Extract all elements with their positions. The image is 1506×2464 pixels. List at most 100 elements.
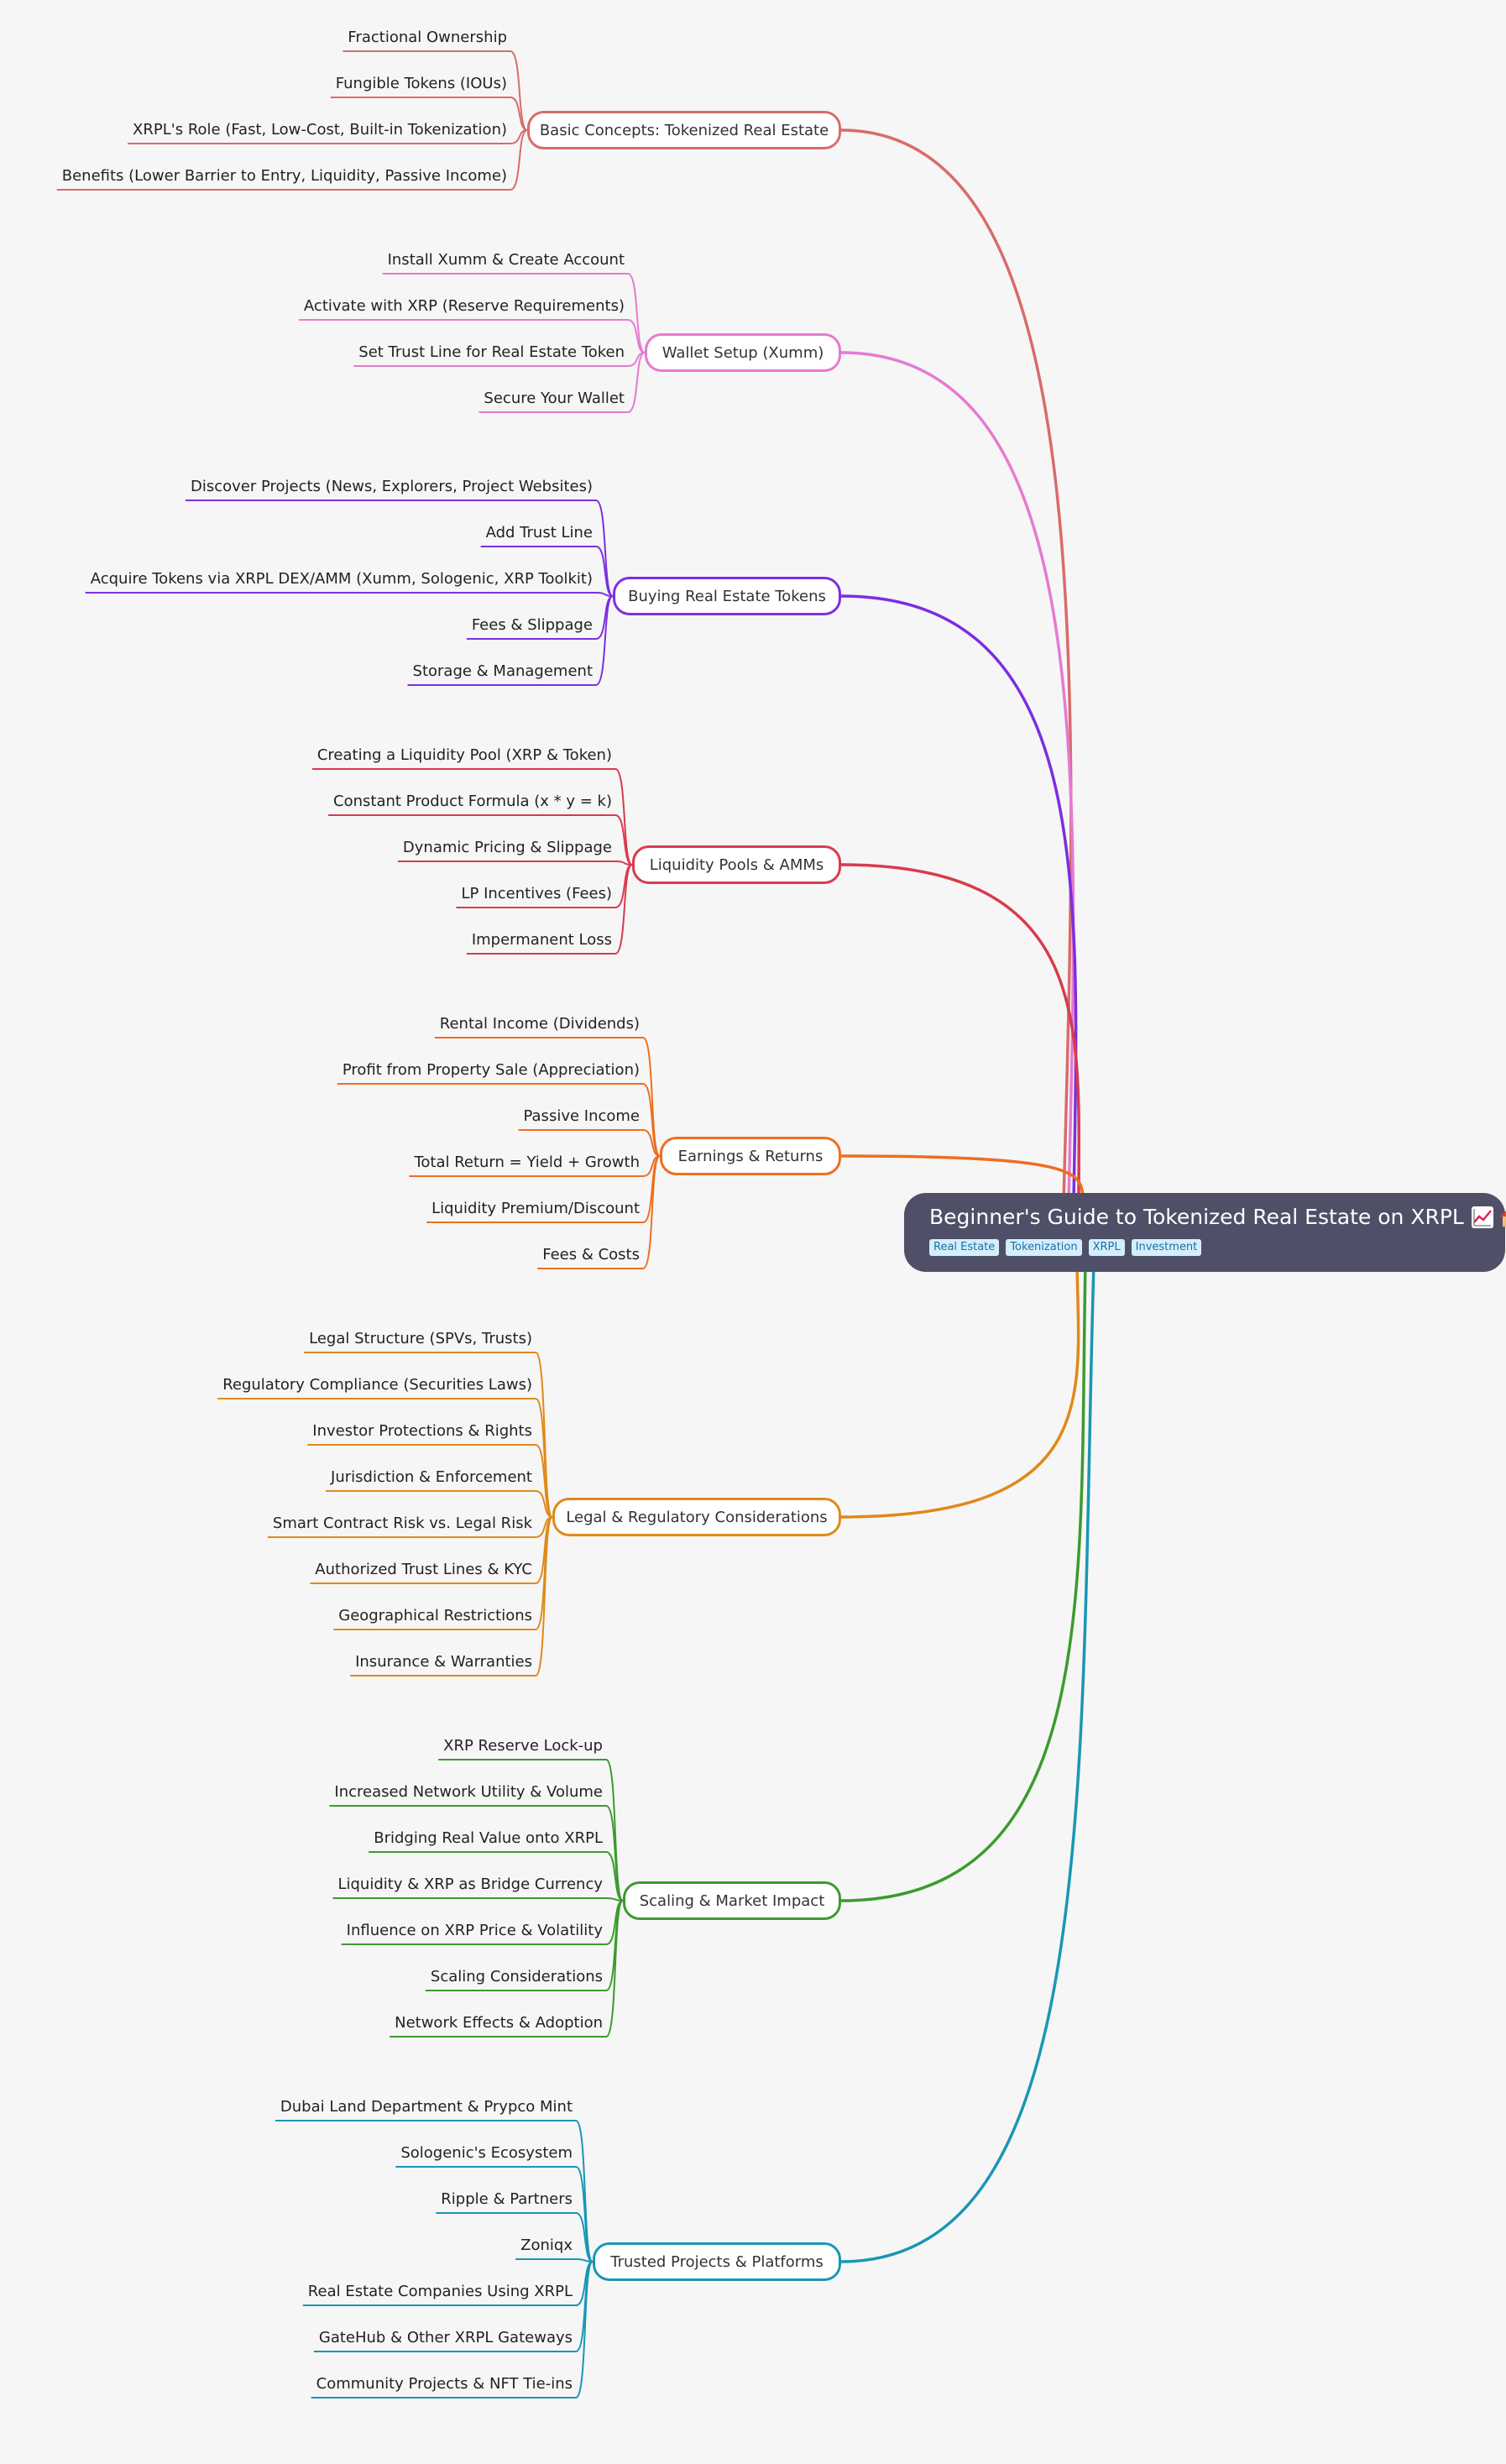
tag-investment[interactable]: Investment	[1131, 1239, 1202, 1256]
branch-connector-scaling-market-impact	[840, 1263, 1087, 1902]
leaf-connector	[627, 319, 646, 353]
leaf-connector	[642, 1155, 661, 1269]
leaf-impermanent-loss[interactable]: Impermanent Loss	[471, 931, 612, 949]
tag-real-estate[interactable]: Real Estate	[929, 1239, 1000, 1256]
leaf-connector	[535, 1516, 553, 1677]
leaf-fees-slippage[interactable]: Fees & Slippage	[471, 616, 593, 634]
leaf-liquidity-premium-discount[interactable]: Liquidity Premium/Discount	[431, 1200, 640, 1217]
leaf-set-trust-line-for-real-estate-token[interactable]: Set Trust Line for Real Estate Token	[358, 343, 625, 361]
leaf-install-xumm-create-account[interactable]: Install Xumm & Create Account	[387, 251, 625, 269]
leaf-zoniqx[interactable]: Zoniqx	[520, 2236, 573, 2254]
leaf-regulatory-compliance-securities-laws[interactable]: Regulatory Compliance (Securities Laws)	[222, 1376, 532, 1394]
leaf-constant-product-formula-x-y-k[interactable]: Constant Product Formula (x * y = k)	[333, 793, 612, 810]
leaf-jurisdiction-enforcement[interactable]: Jurisdiction & Enforcement	[331, 1468, 532, 1486]
branch-liquidity-pools-amms[interactable]: Liquidity Pools & AMMs	[632, 845, 841, 884]
root-node[interactable]: Beginner's Guide to Tokenized Real Estat…	[904, 1193, 1506, 1272]
branch-label: Basic Concepts: Tokenized Real Estate	[539, 121, 829, 139]
leaf-connector	[614, 768, 633, 866]
leaf-add-trust-line[interactable]: Add Trust Line	[485, 524, 593, 541]
leaf-creating-a-liquidity-pool-xrp-token[interactable]: Creating a Liquidity Pool (XRP & Token)	[316, 746, 612, 764]
leaf-storage-management[interactable]: Storage & Management	[412, 662, 593, 680]
house-icon	[1499, 1210, 1506, 1227]
leaf-fractional-ownership[interactable]: Fractional Ownership	[348, 29, 507, 46]
branch-connector-basic-concepts-tokenized-real-estate	[840, 128, 1073, 1202]
leaf-authorized-trust-lines-kyc[interactable]: Authorized Trust Lines & KYC	[315, 1561, 532, 1578]
branch-earnings-returns[interactable]: Earnings & Returns	[660, 1137, 841, 1175]
leaf-scaling-considerations[interactable]: Scaling Considerations	[430, 1968, 603, 1985]
branch-connector-earnings-returns	[840, 1154, 1085, 1202]
leaf-investor-protections-rights[interactable]: Investor Protections & Rights	[312, 1422, 532, 1440]
leaf-community-projects-nft-tie-ins[interactable]: Community Projects & NFT Tie-ins	[316, 2375, 573, 2393]
leaf-geographical-restrictions[interactable]: Geographical Restrictions	[338, 1607, 532, 1624]
leaf-fungible-tokens-ious[interactable]: Fungible Tokens (IOUs)	[335, 75, 507, 92]
chart-increasing-icon	[1471, 1206, 1493, 1228]
leaf-rental-income-dividends[interactable]: Rental Income (Dividends)	[439, 1015, 640, 1033]
branch-basic-concepts-tokenized-real-estate[interactable]: Basic Concepts: Tokenized Real Estate	[527, 111, 841, 149]
leaf-connector	[575, 2166, 594, 2263]
leaf-influence-on-xrp-price-volatility[interactable]: Influence on XRP Price & Volatility	[346, 1922, 603, 1939]
branch-label: Earnings & Returns	[677, 1147, 824, 1165]
leaf-gatehub-other-xrpl-gateways[interactable]: GateHub & Other XRPL Gateways	[318, 2329, 573, 2346]
leaf-total-return-yield-growth[interactable]: Total Return = Yield + Growth	[414, 1154, 640, 1171]
leaf-connector	[595, 546, 614, 597]
branch-connector-trusted-projects-platforms	[840, 1263, 1096, 2263]
leaf-xrp-reserve-lock-up[interactable]: XRP Reserve Lock-up	[443, 1737, 603, 1755]
leaf-connector	[614, 814, 633, 866]
tag-tokenization[interactable]: Tokenization	[1006, 1239, 1082, 1256]
leaf-smart-contract-risk-vs-legal-risk[interactable]: Smart Contract Risk vs. Legal Risk	[272, 1514, 532, 1532]
leaf-activate-with-xrp-reserve-requirements[interactable]: Activate with XRP (Reserve Requirements)	[303, 297, 625, 315]
leaf-connector	[510, 97, 528, 131]
leaf-connector	[510, 50, 528, 131]
leaf-connector	[575, 2120, 594, 2263]
leaf-legal-structure-spvs-trusts[interactable]: Legal Structure (SPVs, Trusts)	[309, 1330, 532, 1347]
leaf-connector	[575, 2212, 594, 2263]
leaf-dubai-land-department-prypco-mint[interactable]: Dubai Land Department & Prypco Mint	[280, 2098, 573, 2116]
leaf-bridging-real-value-onto-xrpl[interactable]: Bridging Real Value onto XRPL	[374, 1829, 603, 1847]
branch-wallet-setup-xumm[interactable]: Wallet Setup (Xumm)	[645, 333, 841, 372]
leaf-secure-your-wallet[interactable]: Secure Your Wallet	[484, 390, 625, 407]
tag-xrpl[interactable]: XRPL	[1088, 1239, 1125, 1256]
leaf-connector	[535, 1444, 553, 1518]
leaf-connector	[595, 500, 614, 597]
leaf-profit-from-property-sale-appreciation[interactable]: Profit from Property Sale (Appreciation)	[342, 1061, 640, 1079]
leaf-fees-costs[interactable]: Fees & Costs	[542, 1246, 640, 1263]
leaf-ripple-partners[interactable]: Ripple & Partners	[441, 2190, 573, 2208]
branch-trusted-projects-platforms[interactable]: Trusted Projects & Platforms	[593, 2242, 841, 2281]
branch-scaling-market-impact[interactable]: Scaling & Market Impact	[623, 1881, 841, 1920]
leaf-connector	[595, 595, 614, 686]
leaf-connector	[535, 1490, 553, 1518]
leaf-liquidity-xrp-as-bridge-currency[interactable]: Liquidity & XRP as Bridge Currency	[337, 1875, 603, 1893]
leaf-connector	[642, 1129, 661, 1157]
leaf-connector	[605, 1851, 624, 1902]
leaf-connector	[605, 1759, 624, 1902]
leaf-insurance-warranties[interactable]: Insurance & Warranties	[355, 1653, 532, 1671]
root-tags: Real Estate Tokenization XRPL Investment	[929, 1239, 1482, 1256]
leaf-connector	[605, 1805, 624, 1902]
leaf-dynamic-pricing-slippage[interactable]: Dynamic Pricing & Slippage	[402, 839, 612, 856]
branch-connector-buying-real-estate-tokens	[840, 594, 1078, 1202]
leaf-connector	[627, 273, 646, 353]
leaf-lp-incentives-fees[interactable]: LP Incentives (Fees)	[461, 885, 612, 902]
leaf-xrpl-s-role-fast-low-cost-built-in-tokenization[interactable]: XRPL's Role (Fast, Low-Cost, Built-in To…	[133, 121, 507, 139]
branch-label: Legal & Regulatory Considerations	[566, 1508, 828, 1526]
leaf-increased-network-utility-volume[interactable]: Increased Network Utility & Volume	[334, 1783, 603, 1801]
branch-label: Wallet Setup (Xumm)	[661, 343, 824, 362]
leaf-discover-projects-news-explorers-project-websites[interactable]: Discover Projects (News, Explorers, Proj…	[190, 478, 593, 495]
leaf-benefits-lower-barrier-to-entry-liquidity-passive-income[interactable]: Benefits (Lower Barrier to Entry, Liquid…	[61, 167, 507, 185]
leaf-passive-income[interactable]: Passive Income	[523, 1107, 640, 1125]
leaf-sologenic-s-ecosystem[interactable]: Sologenic's Ecosystem	[400, 2144, 573, 2162]
branch-legal-regulatory-considerations[interactable]: Legal & Regulatory Considerations	[552, 1498, 841, 1536]
branch-label: Liquidity Pools & AMMs	[649, 855, 824, 874]
branch-label: Scaling & Market Impact	[639, 1891, 825, 1910]
branch-connector-liquidity-pools-amms	[840, 863, 1081, 1202]
leaf-real-estate-companies-using-xrpl[interactable]: Real Estate Companies Using XRPL	[307, 2283, 573, 2300]
leaf-network-effects-adoption[interactable]: Network Effects & Adoption	[395, 2014, 603, 2032]
leaf-connector	[605, 1900, 624, 2038]
leaf-connector	[642, 1083, 661, 1157]
leaf-connector	[627, 352, 646, 413]
branch-buying-real-estate-tokens[interactable]: Buying Real Estate Tokens	[613, 577, 841, 615]
branch-label: Trusted Projects & Platforms	[610, 2252, 824, 2271]
leaf-acquire-tokens-via-xrpl-dex-amm-xumm-sologenic-xrp-toolkit[interactable]: Acquire Tokens via XRPL DEX/AMM (Xumm, S…	[90, 570, 593, 588]
leaf-connector	[575, 2261, 594, 2399]
